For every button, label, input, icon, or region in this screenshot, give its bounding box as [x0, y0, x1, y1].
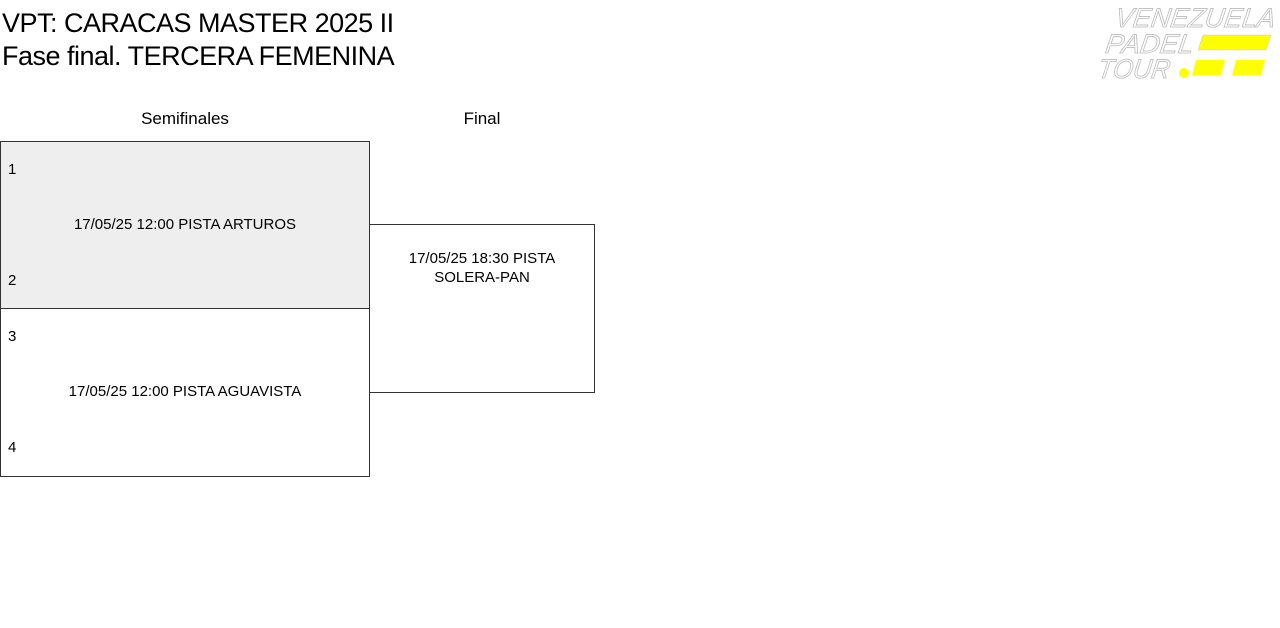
match-schedule: 17/05/25 18:30 PISTA SOLERA-PAN: [408, 250, 556, 286]
seed-label: 4: [8, 439, 17, 456]
seed-label: 3: [8, 328, 17, 345]
venezuela-padel-tour-logo: VENEZUELA PADEL TOUR: [1100, 2, 1278, 84]
svg-text:VENEZUELA: VENEZUELA: [1113, 2, 1277, 33]
final-match[interactable]: 17/05/25 18:30 PISTA SOLERA-PAN: [369, 224, 595, 393]
round-header-final: Final: [463, 109, 501, 128]
svg-text:TOUR: TOUR: [1100, 53, 1173, 84]
svg-text:PADEL: PADEL: [1104, 28, 1196, 59]
seed-label: 1: [8, 161, 17, 178]
match-schedule: 17/05/25 12:00 PISTA ARTUROS: [73, 216, 297, 233]
seed-label: 2: [8, 272, 17, 289]
semifinal-match-1[interactable]: 1 17/05/25 12:00 PISTA ARTUROS 2: [0, 141, 370, 309]
round-header-semifinales: Semifinales: [141, 109, 229, 128]
page-subtitle: Fase final. TERCERA FEMENINA: [2, 41, 395, 71]
match-schedule: 17/05/25 12:00 PISTA AGUAVISTA: [68, 383, 302, 400]
page-title: VPT: CARACAS MASTER 2025 II: [2, 8, 394, 38]
semifinal-match-2[interactable]: 3 17/05/25 12:00 PISTA AGUAVISTA 4: [0, 308, 370, 477]
